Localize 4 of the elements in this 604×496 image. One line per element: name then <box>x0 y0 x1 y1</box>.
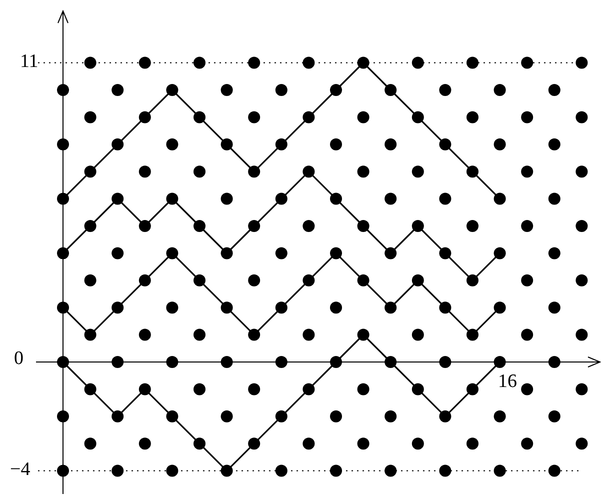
axis-value-label: 11 <box>20 52 38 71</box>
axis-value-label: 0 <box>14 349 24 368</box>
axis-value-label: −4 <box>10 460 30 479</box>
axis-value-label: 16 <box>498 372 517 391</box>
